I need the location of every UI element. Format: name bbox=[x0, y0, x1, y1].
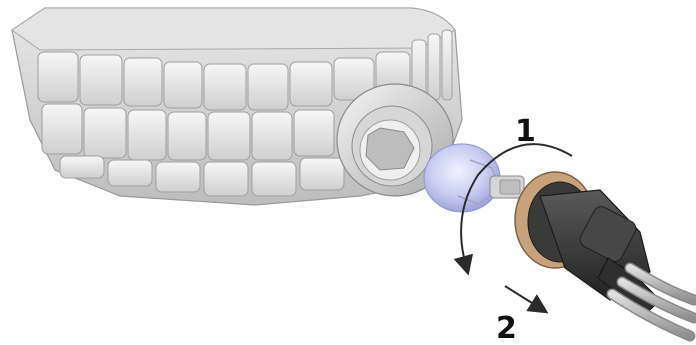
pull-arrow-icon bbox=[504, 285, 549, 314]
lamp-housing bbox=[11, 7, 463, 206]
bulb-socket-assembly bbox=[514, 171, 661, 313]
light-bulb bbox=[423, 143, 525, 213]
rotation-arrow-icon bbox=[453, 143, 573, 276]
step-1-label: 1 bbox=[515, 114, 536, 149]
housing-socket-ring bbox=[336, 83, 454, 197]
wire-harness bbox=[606, 262, 696, 342]
step-2-label: 2 bbox=[496, 311, 517, 345]
housing-cells bbox=[37, 29, 453, 197]
